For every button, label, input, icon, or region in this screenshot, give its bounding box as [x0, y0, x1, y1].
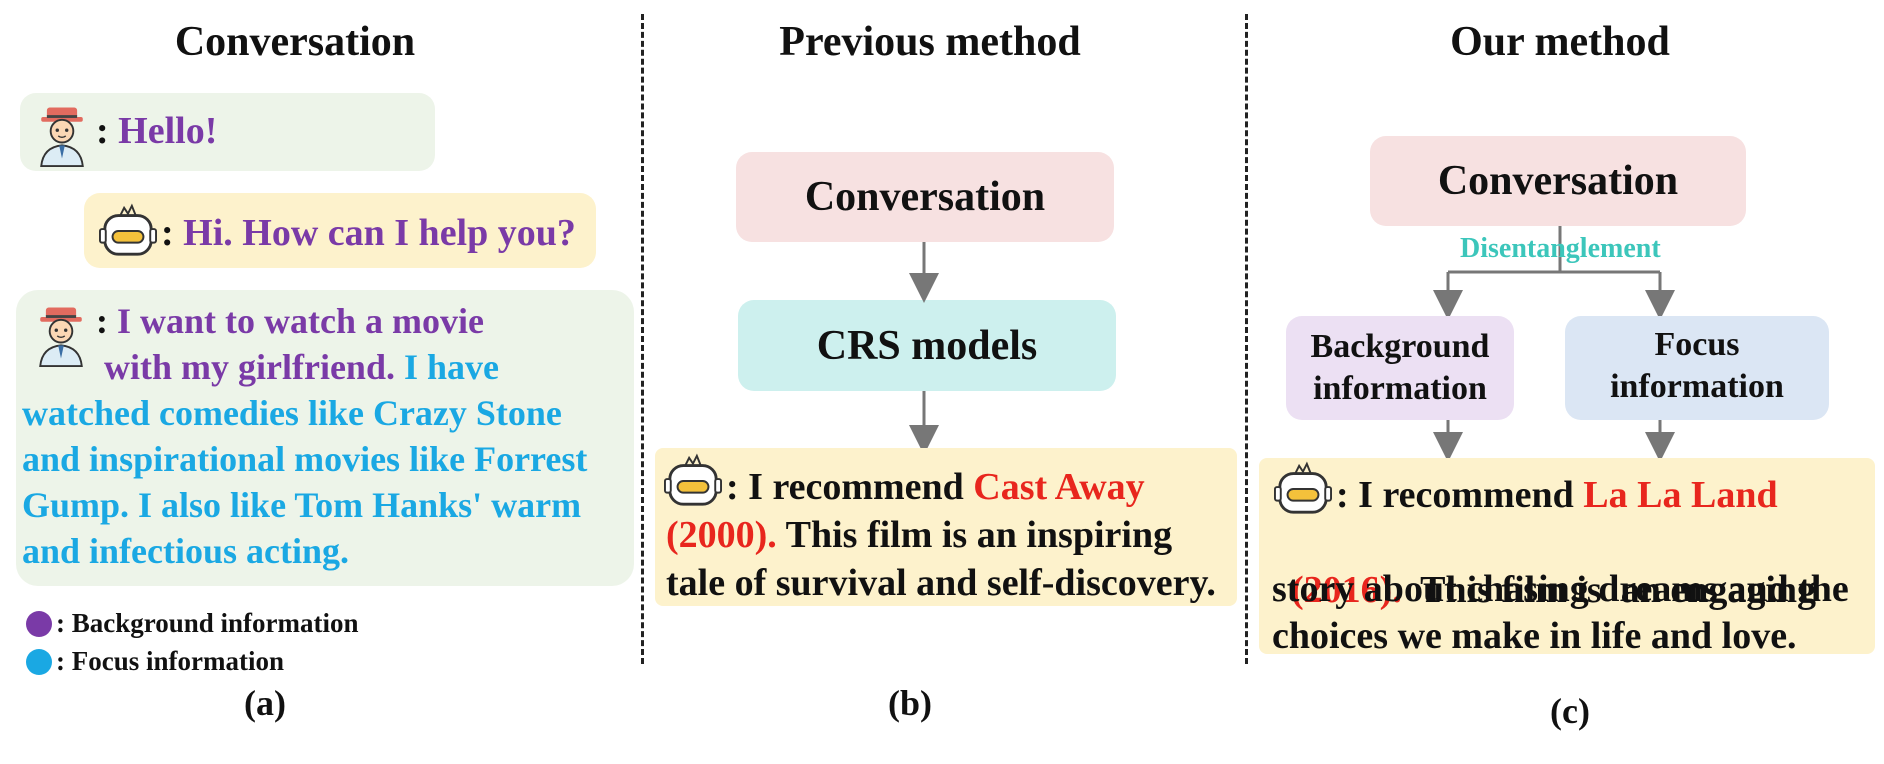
background-box-line-2: information [1313, 370, 1487, 407]
message-3-prefix: : [96, 301, 117, 341]
legend-focus: : Focus information [26, 646, 284, 677]
panel-c-title: Our method [1450, 19, 1670, 65]
crs-models-box: CRS models [738, 300, 1116, 391]
message-3-line-6: and infectious acting. [22, 531, 350, 571]
user-message-1 [20, 93, 435, 171]
background-information-box: Background information [1286, 316, 1514, 420]
panel-a-title: Conversation [174, 19, 416, 65]
message-2-background: Hi. How can I help you? [183, 212, 576, 254]
legend-background: : Background information [26, 608, 359, 639]
message-3-line-1: : I want to watch a movie [96, 298, 484, 345]
our-rec-line-2: (2016). This film is an engaging [1272, 518, 1816, 614]
message-3-focus-1: I have [394, 347, 499, 387]
focus-box-line-1: Focus [1654, 326, 1740, 363]
message-3-line-4: and inspirational movies like Forrest [22, 439, 588, 479]
panel-b-title: Previous method [779, 19, 1081, 65]
our-rec-line-3: story about chasing dreams and the [1272, 568, 1849, 610]
previous-rec-line-1: : I recommend Cast Away [726, 463, 1145, 511]
message-3-background-2: with my girlfriend. [104, 347, 395, 387]
our-rec-text-2: This film is an engaging [1401, 569, 1817, 611]
panel-b-caption: (b) [888, 683, 932, 723]
our-rec-year: (2016). [1291, 569, 1402, 611]
background-box-line-1: Background [1310, 328, 1490, 365]
panel-a-caption: (a) [244, 683, 286, 723]
message-1-prefix: : [96, 110, 119, 152]
our-recommendation-box [1259, 458, 1875, 654]
previous-rec-prefix: : I recommend [726, 466, 974, 508]
our-rec-prefix: : I recommend [1336, 474, 1584, 516]
panel-c-caption: (c) [1550, 691, 1590, 731]
robot-icon [1274, 461, 1332, 514]
divider-left [641, 14, 644, 664]
message-2-text: : Hi. How can I help you? [161, 210, 576, 257]
focus-box-line-2: information [1610, 368, 1784, 405]
our-conversation-box: Conversation [1370, 136, 1746, 226]
bot-message-2 [84, 193, 596, 268]
robot-icon [99, 203, 157, 256]
previous-recommendation-box [655, 448, 1237, 606]
our-rec-line-1: : I recommend La La Land [1336, 471, 1778, 519]
user-message-3 [16, 290, 634, 586]
robot-icon [664, 453, 723, 506]
user-icon [39, 307, 83, 368]
previous-rec-movie: Cast Away [973, 466, 1145, 508]
user-icon [40, 107, 84, 168]
divider-right [1245, 14, 1248, 664]
message-2-prefix: : [161, 212, 184, 254]
legend-focus-label: : Focus information [56, 646, 284, 676]
disentanglement-label: Disentanglement [1460, 233, 1661, 264]
message-3-background-1: I want to watch a movie [117, 301, 484, 341]
our-rec-movie: La La Land [1583, 474, 1778, 516]
previous-rec-line-3: tale of survival and self-discovery. [666, 562, 1216, 604]
our-rec-line-4: choices we make in life and love. [1272, 615, 1797, 657]
message-3-line-3: watched comedies like Crazy Stone [22, 393, 562, 433]
message-1-text: : Hello! [96, 108, 217, 155]
previous-conversation-box: Conversation [736, 152, 1114, 242]
focus-color-dot [26, 649, 52, 675]
legend-background-label: : Background information [56, 608, 359, 638]
previous-rec-text-2: This film is an inspiring [776, 514, 1173, 556]
message-3-line-2: with my girlfriend. I have [104, 344, 499, 391]
message-1-background: Hello! [118, 110, 218, 152]
background-color-dot [26, 611, 52, 637]
previous-rec-line-2: (2000). This film is an inspiring [666, 511, 1172, 559]
message-3-line-5: Gump. I also like Tom Hanks' warm [22, 485, 582, 525]
focus-information-box: Focus information [1565, 316, 1829, 420]
previous-rec-year: (2000). [666, 514, 777, 556]
